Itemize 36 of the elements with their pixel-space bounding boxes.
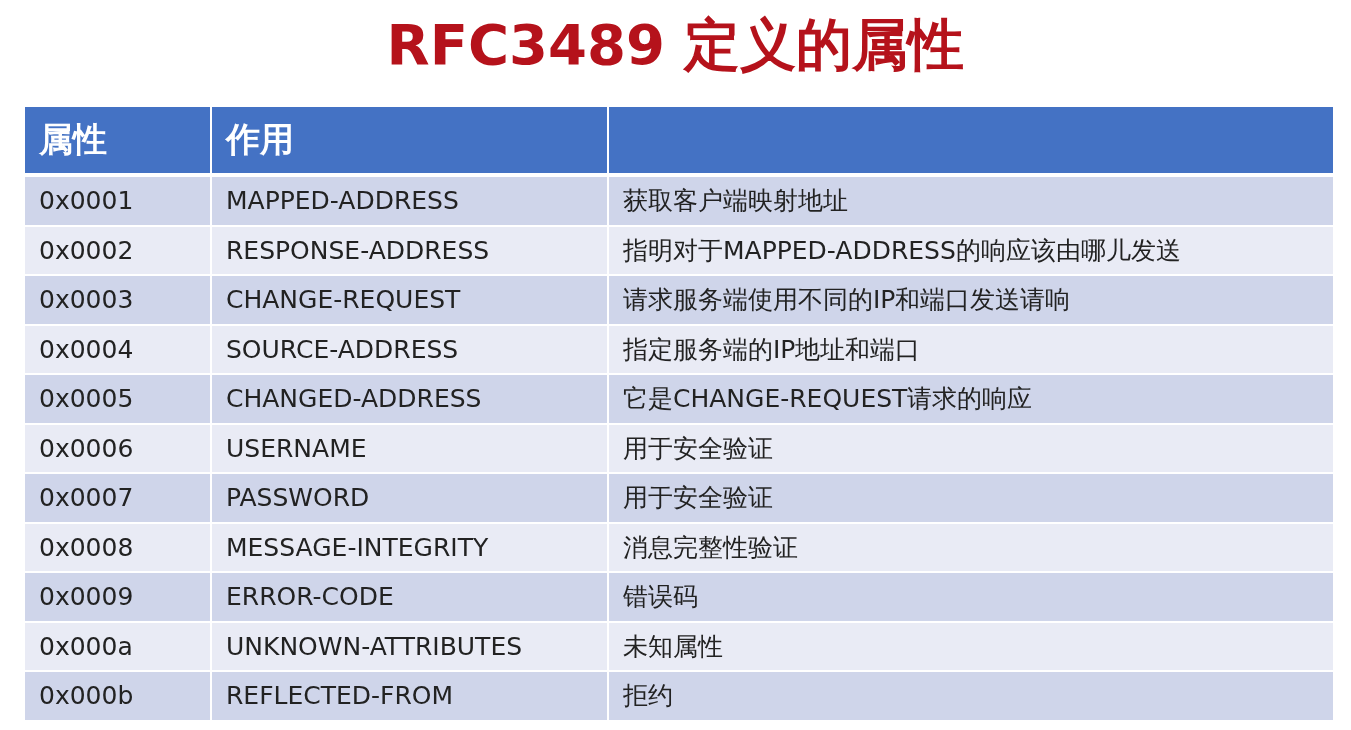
table-cell: 0x0005	[24, 374, 211, 424]
table-cell: 0x0003	[24, 275, 211, 325]
table-cell: 消息完整性验证	[608, 522, 1334, 572]
table-cell: MAPPED-ADDRESS	[211, 176, 608, 226]
table-cell: 0x0001	[24, 176, 211, 226]
header-cell: 属性	[24, 106, 211, 174]
table-cell: 0x0009	[24, 572, 211, 622]
table-cell: ERROR-CODE	[211, 572, 608, 622]
table-cell: 0x0007	[24, 473, 211, 523]
table-cell: 请求服务端使用不同的IP和端口发送请响	[608, 275, 1334, 325]
table-cell: 未知属性	[608, 621, 1334, 671]
table-cell: 拒约	[608, 671, 1334, 721]
table-cell: 用于安全验证	[608, 423, 1334, 473]
table-cell: MESSAGE-INTEGRITY	[211, 522, 608, 572]
table-cell: 指明对于MAPPED-ADDRESS的响应该由哪儿发送	[608, 225, 1334, 275]
table-cell: 用于安全验证	[608, 473, 1334, 523]
table-cell: 0x0002	[24, 225, 211, 275]
table-cell: 错误码	[608, 572, 1334, 622]
table-cell: 获取客户端映射地址	[608, 176, 1334, 226]
table-cell: REFLECTED-FROM	[211, 671, 608, 721]
table-cell: SOURCE-ADDRESS	[211, 324, 608, 374]
table-cell: 0x000b	[24, 671, 211, 721]
table-cell: USERNAME	[211, 423, 608, 473]
table-cell: PASSWORD	[211, 473, 608, 523]
table-cell: 0x000a	[24, 621, 211, 671]
table-cell: RESPONSE-ADDRESS	[211, 225, 608, 275]
table-cell: 0x0008	[24, 522, 211, 572]
table-cell: 它是CHANGE-REQUEST请求的响应	[608, 374, 1334, 424]
header-cell: 作用	[211, 106, 608, 174]
table-cell: 0x0004	[24, 324, 211, 374]
table-cell: CHANGED-ADDRESS	[211, 374, 608, 424]
table-cell: CHANGE-REQUEST	[211, 275, 608, 325]
title: RFC3489 定义的属性	[386, 12, 965, 77]
table-cell: UNKNOWN-ATTRIBUTES	[211, 621, 608, 671]
table-cell: 指定服务端的IP地址和端口	[608, 324, 1334, 374]
table-cell: 0x0006	[24, 423, 211, 473]
